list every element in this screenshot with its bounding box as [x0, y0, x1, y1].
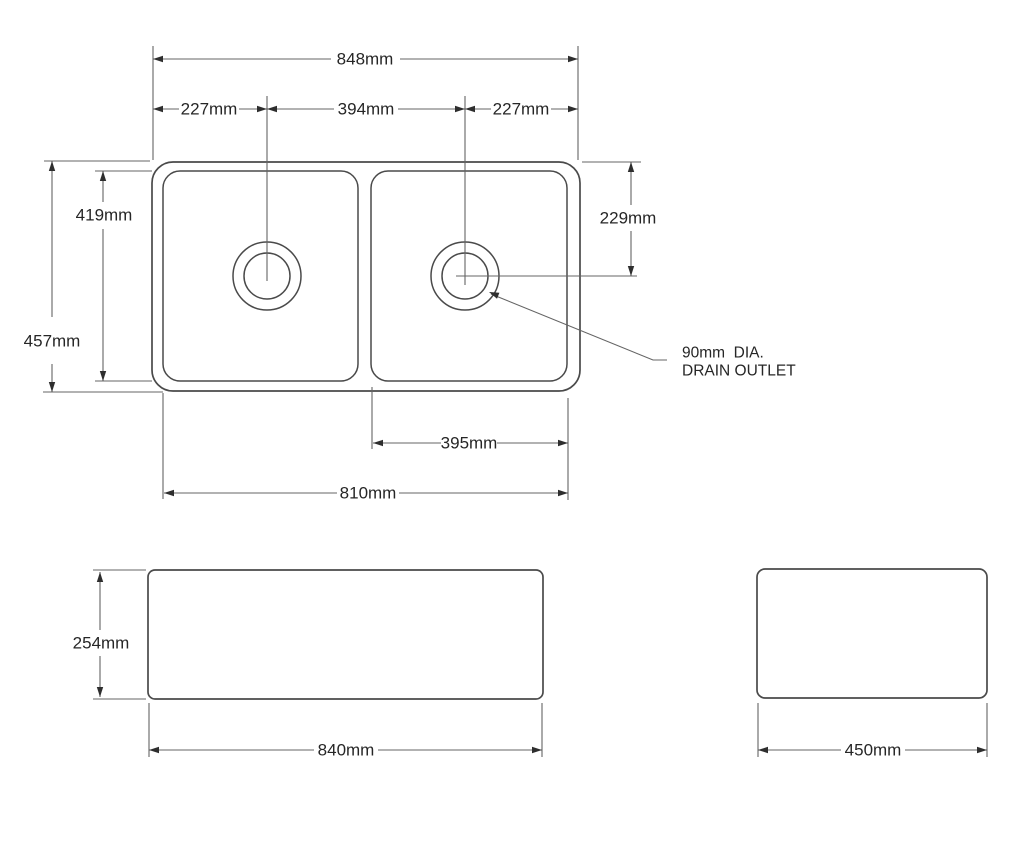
dim-side-depth: 450mm	[757, 703, 988, 760]
side-view: 450mm	[756, 568, 988, 760]
arrow-down	[627, 266, 635, 276]
arrow-down	[48, 382, 56, 392]
arrow-up	[99, 171, 107, 181]
arrow-up	[48, 161, 56, 171]
dim-front-height: 254mm	[73, 569, 146, 700]
arrow-right	[558, 439, 568, 447]
dim-450-label: 450mm	[845, 741, 902, 760]
dim-overall-depth: 457mm	[24, 160, 163, 393]
dim-394-label: 394mm	[338, 100, 395, 119]
front-view-outline	[147, 569, 544, 700]
arrow-right	[568, 105, 578, 113]
arrow-right	[558, 489, 568, 497]
arrow-right	[257, 105, 267, 113]
arrow-left	[149, 746, 159, 754]
dim-227-right-label: 227mm	[493, 100, 550, 119]
dim-229-label: 229mm	[600, 209, 657, 228]
dim-drain-positions: 227mm 394mm 227mm	[153, 100, 578, 119]
dim-419-label: 419mm	[76, 206, 133, 225]
side-view-outline	[756, 568, 988, 699]
leader-arrow	[489, 292, 500, 299]
dim-848-label: 848mm	[337, 50, 394, 69]
arrow-left	[373, 439, 383, 447]
dim-drain-from-top: 229mm	[582, 161, 657, 276]
dim-810-label: 810mm	[340, 484, 397, 503]
arrow-right	[568, 55, 578, 63]
dim-bowl-depth: 419mm	[76, 170, 152, 382]
drain-note: 90mm DIA. DRAIN OUTLET	[489, 292, 796, 380]
left-bowl-outline	[162, 170, 359, 382]
arrow-left	[153, 105, 163, 113]
arrow-right	[532, 746, 542, 754]
arrow-down	[96, 687, 104, 697]
dim-457-label: 457mm	[24, 332, 81, 351]
dim-254-label: 254mm	[73, 634, 130, 653]
drain-note-line1: 90mm DIA.	[682, 345, 764, 362]
arrow-right	[977, 746, 987, 754]
dim-overall-width: 848mm	[152, 46, 579, 160]
arrow-down	[99, 371, 107, 381]
arrow-up	[96, 572, 104, 582]
dim-395-label: 395mm	[441, 434, 498, 453]
arrow-left	[465, 105, 475, 113]
arrow-left	[758, 746, 768, 754]
top-view	[151, 96, 637, 392]
arrow-left	[164, 489, 174, 497]
arrow-left	[267, 105, 277, 113]
dim-inner-width: 810mm	[162, 393, 568, 503]
dim-front-width: 840mm	[148, 703, 543, 760]
arrow-right	[455, 105, 465, 113]
dim-227-left-label: 227mm	[181, 100, 238, 119]
dim-840-label: 840mm	[318, 741, 375, 760]
arrow-left	[153, 55, 163, 63]
leader-line	[490, 293, 667, 361]
drain-note-line2: DRAIN OUTLET	[682, 363, 796, 380]
dim-right-bowl-width: 395mm	[371, 387, 569, 500]
front-view: 254mm 840mm	[73, 569, 544, 760]
arrow-up	[627, 162, 635, 172]
